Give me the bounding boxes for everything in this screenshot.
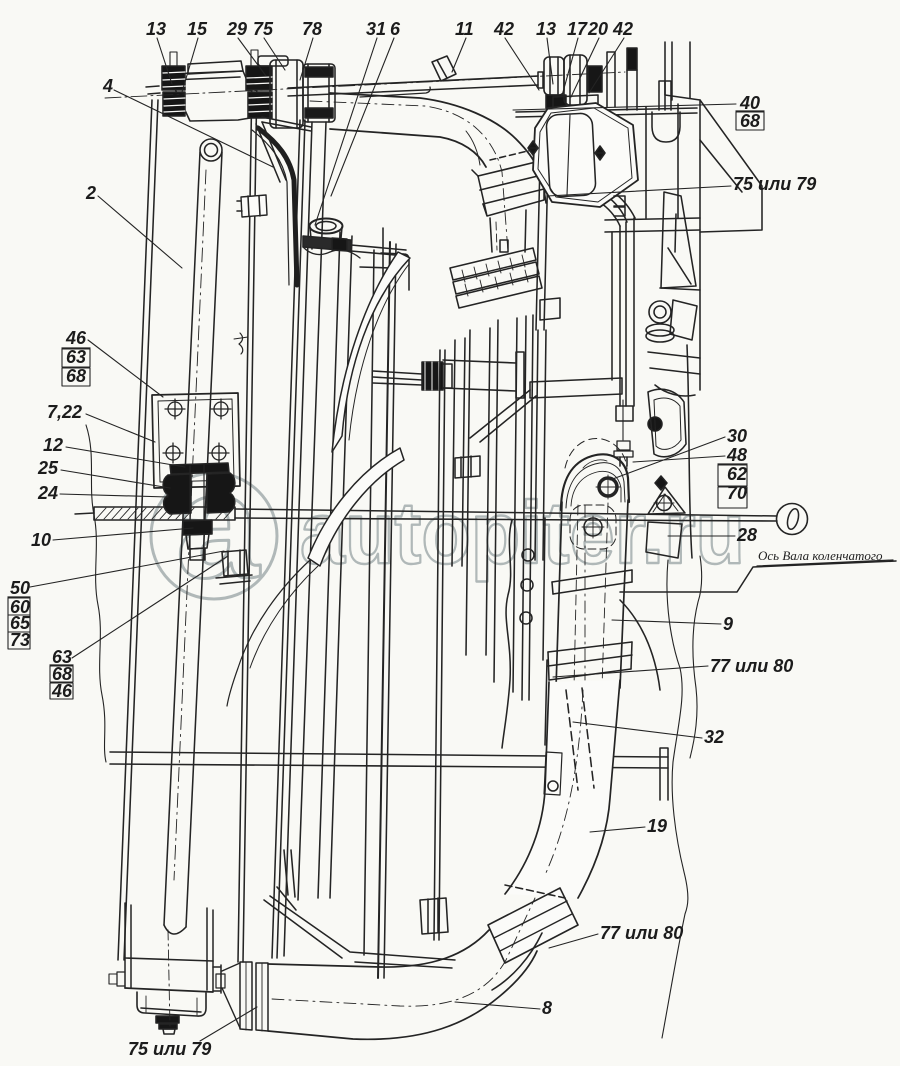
svg-text:28: 28 xyxy=(736,525,757,545)
svg-text:7,22: 7,22 xyxy=(47,402,82,422)
svg-text:20: 20 xyxy=(587,19,608,39)
svg-text:63: 63 xyxy=(52,647,72,667)
svg-text:17: 17 xyxy=(567,19,588,39)
svg-text:10: 10 xyxy=(31,530,51,550)
svg-text:4: 4 xyxy=(102,76,113,96)
svg-text:12: 12 xyxy=(43,435,63,455)
svg-text:autopiter.ru: autopiter.ru xyxy=(300,483,745,582)
svg-text:6: 6 xyxy=(390,19,401,39)
svg-text:30: 30 xyxy=(727,426,747,446)
svg-text:75 или 79: 75 или 79 xyxy=(128,1039,211,1059)
svg-text:29: 29 xyxy=(226,19,247,39)
svg-text:40: 40 xyxy=(739,93,760,113)
svg-text:46: 46 xyxy=(51,681,73,701)
svg-text:70: 70 xyxy=(727,483,747,503)
svg-text:63: 63 xyxy=(66,347,86,367)
svg-text:68: 68 xyxy=(740,111,760,131)
svg-text:2: 2 xyxy=(85,183,96,203)
svg-text:77 или 80: 77 или 80 xyxy=(600,923,683,943)
svg-text:42: 42 xyxy=(612,19,633,39)
svg-text:19: 19 xyxy=(647,816,667,836)
svg-text:15: 15 xyxy=(187,19,208,39)
svg-text:50: 50 xyxy=(10,578,30,598)
svg-text:68: 68 xyxy=(66,366,86,386)
svg-text:77 или 80: 77 или 80 xyxy=(710,656,793,676)
svg-text:78: 78 xyxy=(302,19,322,39)
svg-text:8: 8 xyxy=(542,998,552,1018)
svg-text:9: 9 xyxy=(723,614,733,634)
svg-text:24: 24 xyxy=(37,483,58,503)
svg-text:68: 68 xyxy=(52,664,72,684)
svg-text:13: 13 xyxy=(146,19,166,39)
svg-text:42: 42 xyxy=(493,19,514,39)
svg-text:75: 75 xyxy=(253,19,274,39)
svg-text:13: 13 xyxy=(536,19,556,39)
svg-text:25: 25 xyxy=(37,458,59,478)
svg-text:48: 48 xyxy=(726,445,747,465)
svg-text:32: 32 xyxy=(704,727,724,747)
svg-text:11: 11 xyxy=(455,19,474,39)
svg-text:Ось Вала коленчатого: Ось Вала коленчатого xyxy=(758,548,883,563)
svg-text:31: 31 xyxy=(366,19,386,39)
svg-text:65: 65 xyxy=(10,613,31,633)
svg-text:60: 60 xyxy=(10,597,30,617)
svg-text:73: 73 xyxy=(10,630,30,650)
svg-text:75 или 79: 75 или 79 xyxy=(733,174,816,194)
svg-text:62: 62 xyxy=(727,464,747,484)
svg-text:46: 46 xyxy=(65,328,87,348)
